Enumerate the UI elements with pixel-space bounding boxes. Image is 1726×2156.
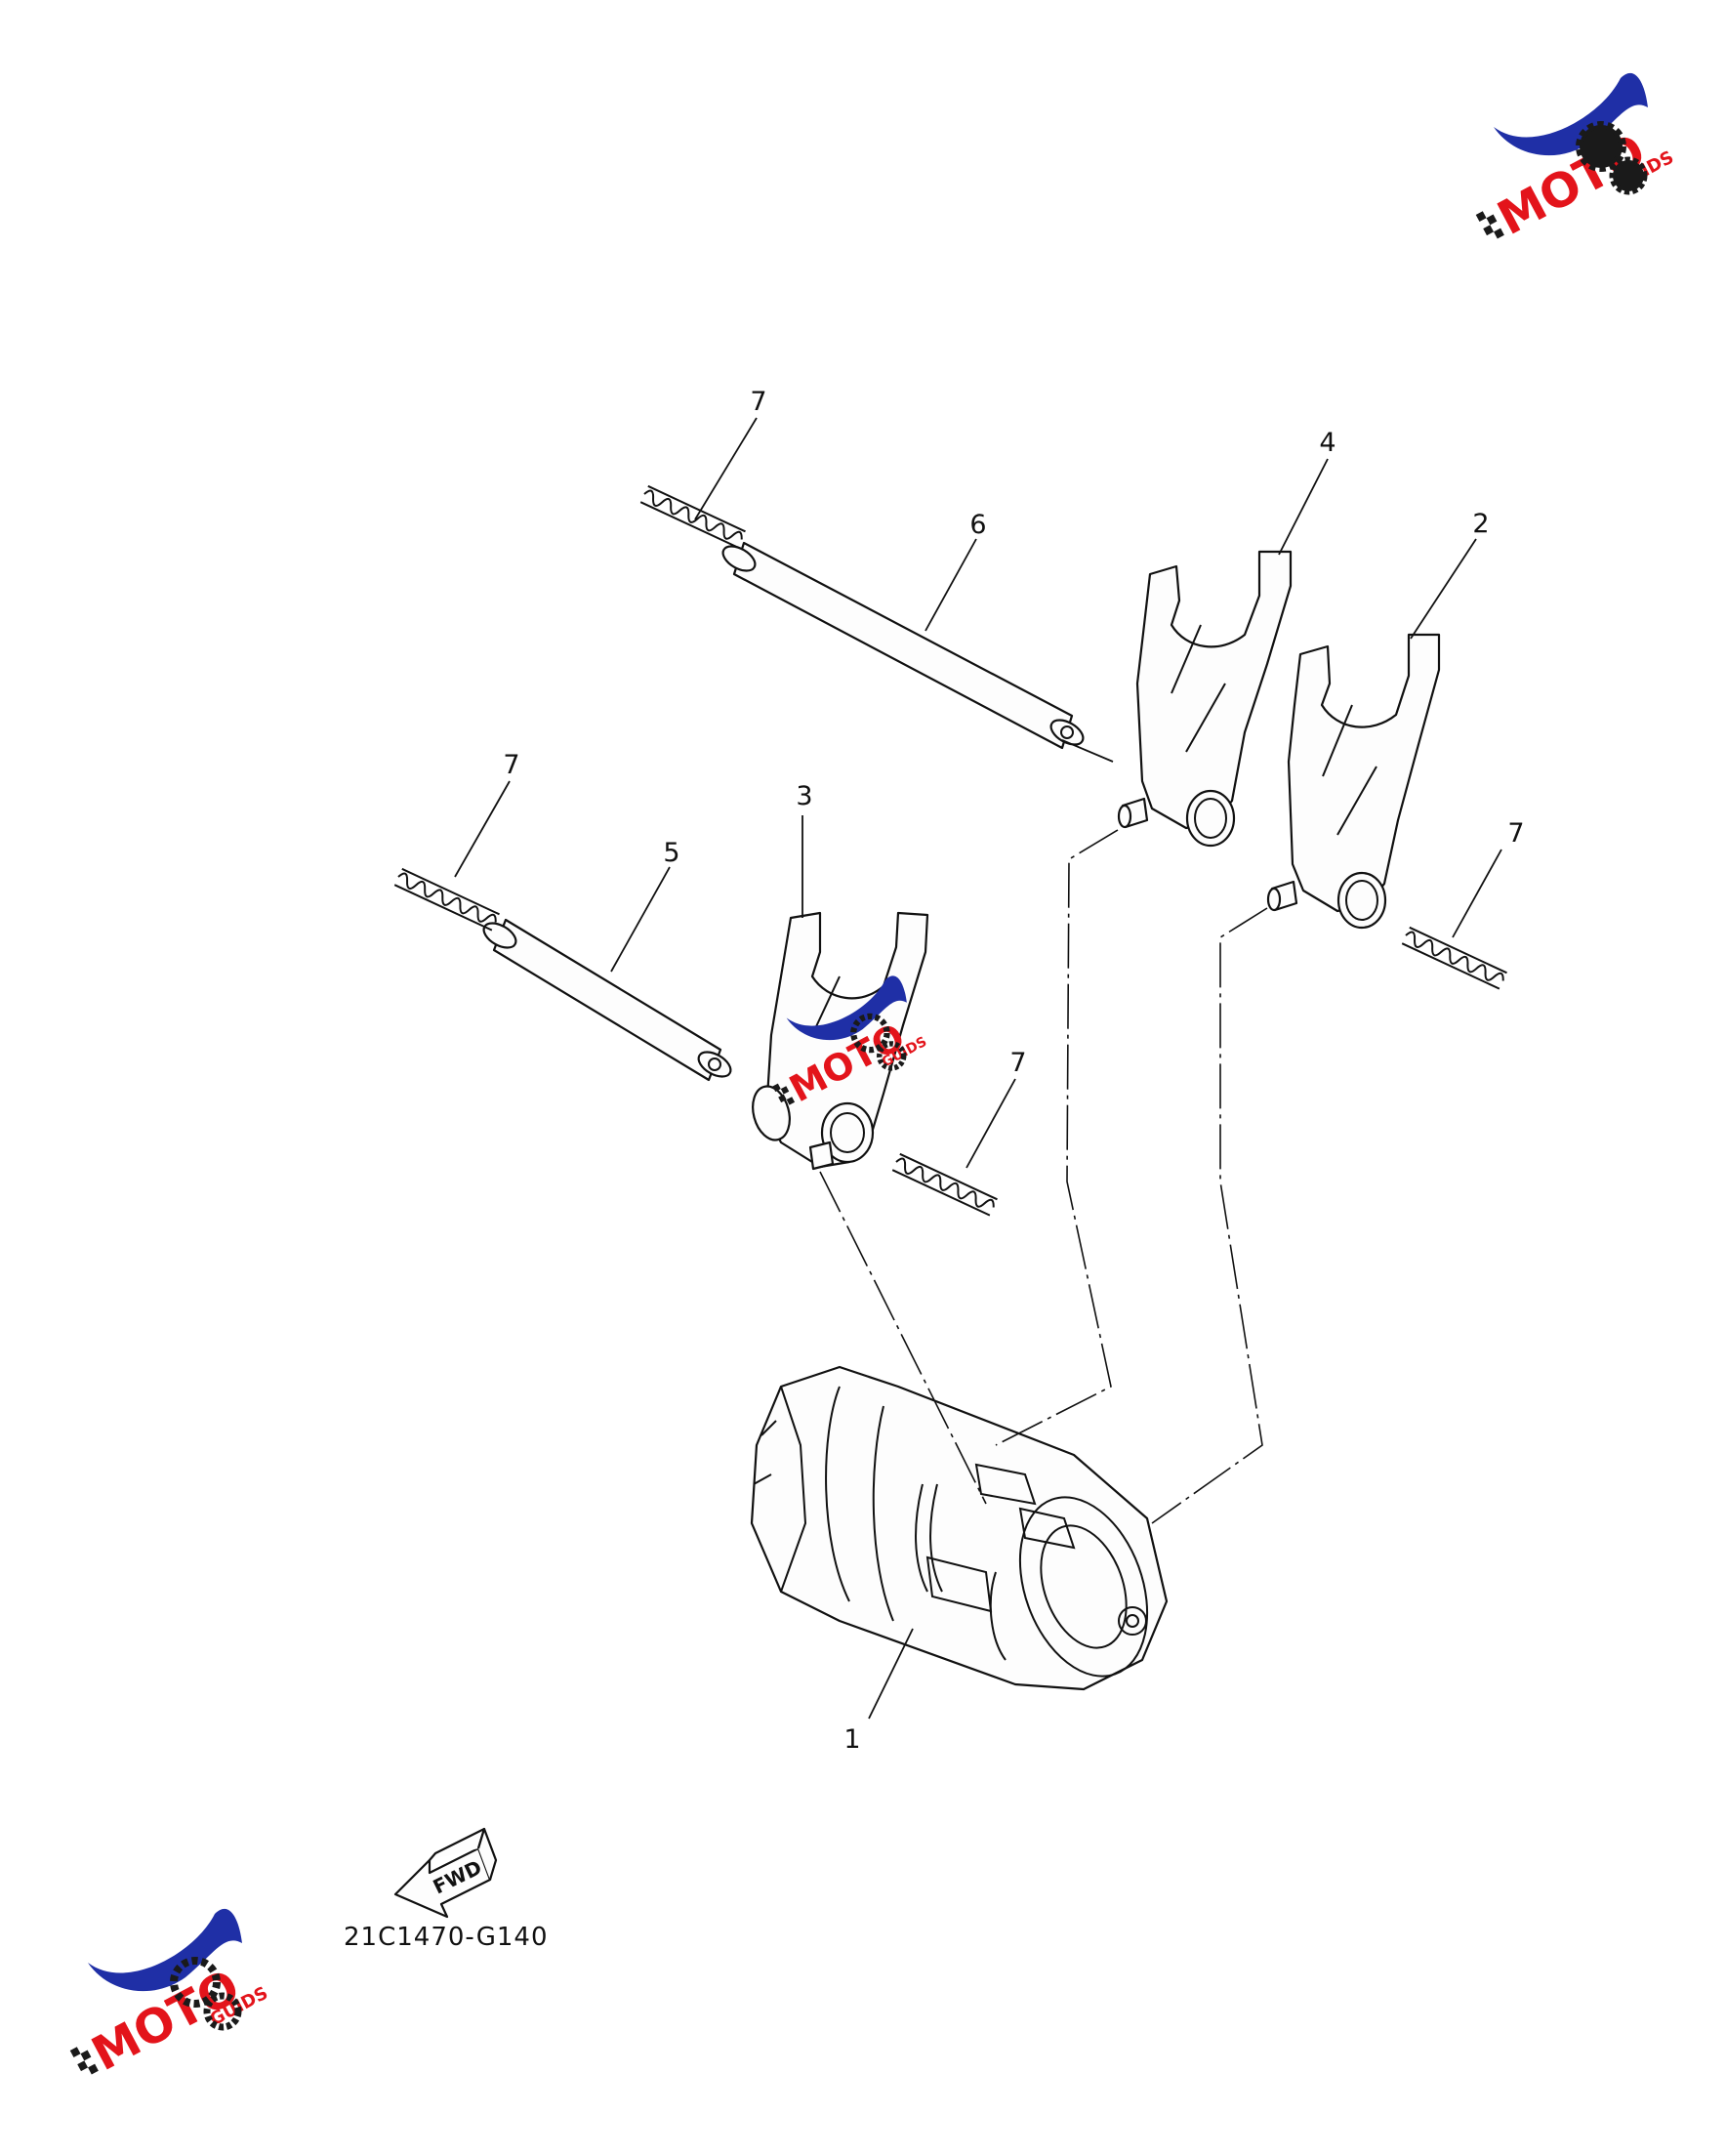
gear-icon-2 xyxy=(1609,156,1648,195)
spring-7-top xyxy=(639,484,746,549)
shift-fork-4 xyxy=(1117,550,1293,848)
logo-bottom-left: MOTO GUIDS xyxy=(69,1908,271,2082)
callout-labels: 1 2 3 4 5 6 7 7 7 7 xyxy=(503,387,1524,1755)
callout-7-top: 7 xyxy=(750,387,766,417)
gear-icon-2 xyxy=(877,1041,907,1071)
leader-lines xyxy=(454,417,1502,1720)
logo-swoosh xyxy=(786,975,907,1041)
callout-5: 5 xyxy=(663,838,679,868)
shift-rod-6 xyxy=(721,541,1085,750)
callout-6: 6 xyxy=(969,510,986,540)
gear-icon-2 xyxy=(203,1992,242,2031)
logo-swoosh xyxy=(88,1908,242,1992)
callout-2: 2 xyxy=(1472,509,1489,539)
spring-7-center xyxy=(891,1152,998,1217)
diagram-code: 21C1470-G140 xyxy=(344,1923,549,1952)
gear-icon xyxy=(170,1957,221,2008)
spring-7-left xyxy=(393,867,500,932)
shift-rod-5 xyxy=(482,918,732,1082)
callout-7-left: 7 xyxy=(503,750,519,780)
callout-7-right: 7 xyxy=(1507,818,1524,849)
gear-icon xyxy=(850,1013,890,1054)
callout-4: 4 xyxy=(1319,428,1336,458)
shift-fork-2 xyxy=(1266,633,1441,930)
fwd-arrow: FWD xyxy=(393,1827,498,1919)
shift-drum xyxy=(750,1365,1169,1691)
logo-swoosh xyxy=(1494,72,1648,156)
gear-icon xyxy=(1576,121,1626,172)
assembly-lines xyxy=(819,739,1268,1524)
logo-top-right: MOTO GUIDS xyxy=(1475,72,1677,246)
spring-7-right xyxy=(1401,926,1507,990)
callout-3: 3 xyxy=(796,781,812,811)
callout-7-center: 7 xyxy=(1009,1048,1026,1078)
callout-1: 1 xyxy=(843,1724,860,1755)
